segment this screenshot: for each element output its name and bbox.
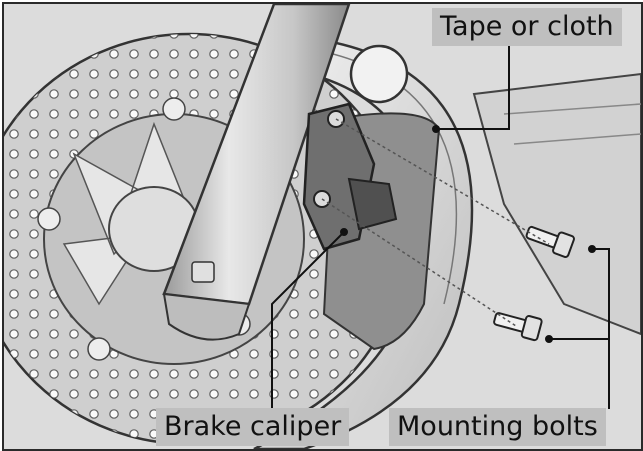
brake-caliper-icon: [302, 102, 398, 251]
callout-lines: [271, 42, 610, 409]
brake-caliper-label: Brake caliper: [156, 408, 350, 446]
axle-cap: [349, 44, 409, 104]
fork-tube-icon: [162, 4, 351, 341]
brake-assembly-illustration: [4, 4, 641, 449]
mounting-bolt-icon: [493, 225, 575, 342]
mudguard-shape: [472, 72, 641, 336]
tape-or-cloth-label: Tape or cloth: [432, 8, 622, 46]
bolt-alignment-lines: [321, 118, 550, 327]
mounting-bolts-label: Mounting bolts: [389, 408, 606, 446]
